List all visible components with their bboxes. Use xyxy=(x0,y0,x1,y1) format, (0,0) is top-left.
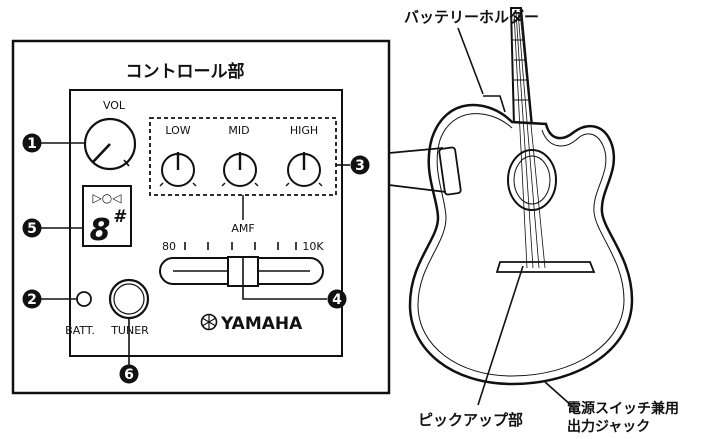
pickup-label: ピックアップ部 xyxy=(418,411,523,429)
annotation-leaders xyxy=(457,27,573,407)
callout-3: 3 xyxy=(350,155,370,175)
battery-led xyxy=(76,291,92,307)
power-jack-label-line1: 電源スイッチ兼用 xyxy=(567,400,679,417)
control-panel-frame xyxy=(11,39,391,395)
power-jack-label-line2: 出力ジャック xyxy=(567,418,650,435)
callout-1: 1 xyxy=(22,133,42,153)
brand-logo-text: YAMAHA xyxy=(220,314,303,334)
amf-label: AMF xyxy=(231,222,254,235)
amf-scale-ticks xyxy=(184,242,297,250)
svg-text:6: 6 xyxy=(124,367,134,383)
low-label: LOW xyxy=(165,124,190,137)
tuner-sharp-sign: # xyxy=(113,207,127,227)
acoustic-guitar-illustration xyxy=(408,7,634,386)
amf-slider-handle[interactable] xyxy=(227,256,259,287)
eq-group-box xyxy=(149,117,337,196)
amf-min-label: 80 xyxy=(162,240,176,253)
vol-knob[interactable] xyxy=(83,117,137,171)
tuner-display xyxy=(82,185,132,247)
svg-text:5: 5 xyxy=(27,221,37,237)
svg-text:2: 2 xyxy=(27,292,37,308)
control-section-title: コントロール部 xyxy=(126,61,245,82)
callout-2: 2 xyxy=(22,289,42,309)
tuner-note-digit: 8 xyxy=(90,213,111,248)
high-knob[interactable] xyxy=(285,152,323,187)
svg-text:1: 1 xyxy=(27,136,37,152)
mid-label: MID xyxy=(228,124,249,137)
callout-6: 6 xyxy=(119,364,139,384)
zoom-lines xyxy=(388,147,447,193)
yamaha-emblem-icon xyxy=(200,313,218,331)
callout-4: 4 xyxy=(327,289,347,309)
callout-5: 5 xyxy=(22,218,42,238)
high-label: HIGH xyxy=(290,124,318,137)
low-knob[interactable] xyxy=(159,152,197,187)
battery-holder-label: バッテリーホルダー xyxy=(404,8,539,26)
callout-leader-lines xyxy=(40,142,350,365)
vol-label: VOL xyxy=(103,99,126,112)
inner-control-plate xyxy=(69,89,343,357)
amf-max-label: 10K xyxy=(302,240,324,253)
svg-text:4: 4 xyxy=(332,292,342,308)
guitar-side-panel xyxy=(438,146,462,196)
svg-text:3: 3 xyxy=(355,158,365,174)
tuner-button[interactable] xyxy=(108,278,150,320)
tuner-indicator-symbols: ▷○◁ xyxy=(93,191,122,205)
batt-label: BATT. xyxy=(65,324,95,337)
mid-knob[interactable] xyxy=(221,152,259,187)
